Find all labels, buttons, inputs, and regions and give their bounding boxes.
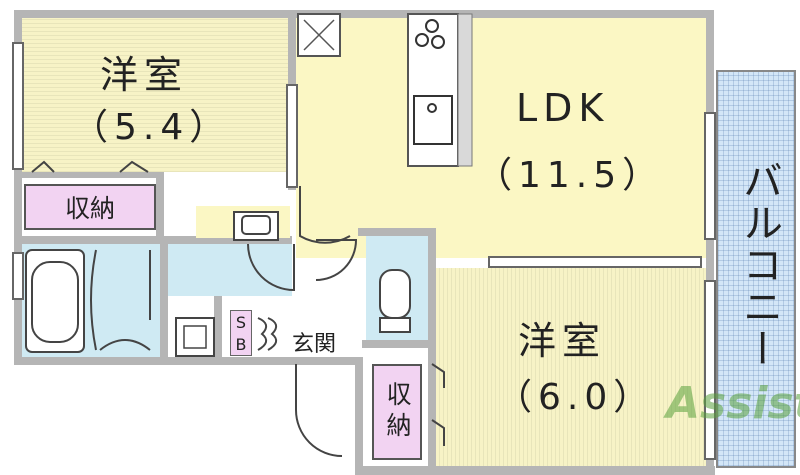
outer-wall bbox=[355, 357, 363, 475]
window bbox=[12, 42, 24, 170]
bath-door-arc bbox=[99, 339, 151, 351]
stove-icon bbox=[415, 19, 445, 49]
room-size-western-2: （6.0） bbox=[496, 377, 656, 418]
room-size-western-1: （5.4） bbox=[72, 107, 232, 148]
storage-1: 収納 bbox=[24, 184, 156, 230]
balcony bbox=[716, 70, 796, 468]
room-name-western-1: 洋室 bbox=[100, 53, 189, 97]
storage-2: 収納 bbox=[372, 364, 422, 460]
door-arc bbox=[247, 243, 295, 292]
inner-wall bbox=[22, 172, 162, 178]
entrance-step bbox=[267, 317, 278, 351]
window bbox=[704, 112, 716, 240]
inner-wall bbox=[156, 172, 164, 242]
room-size-ldk: （11.5） bbox=[476, 155, 665, 196]
sliding-partition bbox=[488, 256, 702, 268]
toilet bbox=[379, 269, 411, 319]
outer-wall bbox=[355, 466, 715, 475]
toilet-tank bbox=[379, 317, 411, 333]
window bbox=[704, 280, 716, 460]
door-arc bbox=[119, 160, 149, 173]
sink-drain-icon bbox=[427, 103, 437, 113]
shoe-box-b: B bbox=[235, 334, 247, 354]
balcony-label: バルコニー bbox=[736, 160, 782, 370]
inner-wall bbox=[362, 340, 434, 348]
door-arc bbox=[295, 364, 343, 457]
bathtub bbox=[25, 249, 85, 353]
western-room-1 bbox=[22, 18, 290, 172]
door-arc bbox=[315, 239, 358, 281]
door-arc bbox=[299, 186, 351, 244]
entrance-label: 玄関 bbox=[292, 332, 337, 357]
outer-wall bbox=[14, 10, 714, 18]
washroom bbox=[168, 244, 292, 296]
door-arc bbox=[31, 160, 55, 173]
inner-wall bbox=[214, 296, 222, 358]
outer-wall bbox=[706, 10, 714, 475]
partition bbox=[286, 84, 298, 188]
shoe-box-s: S bbox=[235, 312, 247, 332]
inner-wall bbox=[22, 236, 292, 244]
bathtub-inner bbox=[31, 261, 79, 343]
room-name-western-2: 洋室 bbox=[518, 319, 607, 363]
western-room-2 bbox=[435, 268, 706, 466]
window bbox=[12, 252, 24, 300]
washbasin-bowl bbox=[241, 215, 271, 235]
inner-wall bbox=[160, 236, 168, 358]
room-name-ldk: LDK bbox=[516, 86, 610, 130]
shoe-box: S B bbox=[230, 310, 252, 356]
watermark-logo: Assist bbox=[666, 378, 800, 429]
entrance-step bbox=[257, 317, 268, 351]
outer-wall bbox=[14, 357, 359, 365]
bath-curve bbox=[90, 249, 97, 351]
door-arc bbox=[431, 419, 445, 446]
inner-wall bbox=[358, 228, 434, 236]
washing-machine bbox=[175, 317, 215, 357]
door-arc bbox=[431, 363, 445, 388]
outer-wall bbox=[14, 10, 22, 365]
ldk-room bbox=[296, 18, 706, 258]
kitchen-counter-side bbox=[457, 13, 473, 167]
